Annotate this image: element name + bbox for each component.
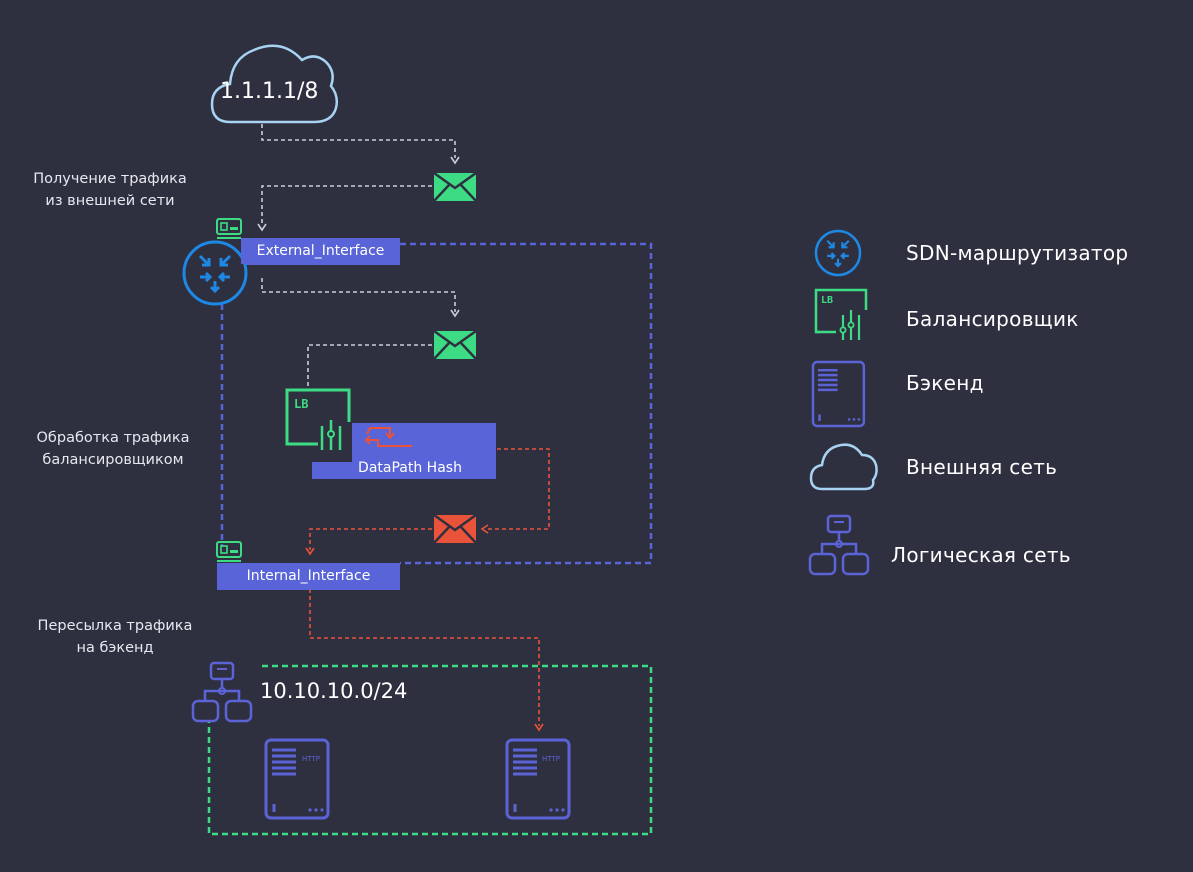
router-icon [182,240,248,306]
envelope-icon-1 [432,171,478,203]
http-badge-1: HTTP [302,755,320,763]
cloud-label: 1.1.1.1/8 [220,79,319,104]
network-card-icon-external [216,218,242,239]
traffic-path-incoming [261,124,456,388]
legend-router-label: SDN-маршрутизатор [906,241,1129,265]
legend-cloud-label: Внешняя сеть [906,455,1058,479]
legend-balancer-label: Балансировщик [906,307,1079,331]
traffic-arrowheads-white [257,156,460,318]
legend-network-icon [808,514,870,576]
backend-server-2: HTTP [505,738,571,820]
step-forward-line2: на бэкенд [76,640,154,656]
load-balancer-icon: LB [285,388,496,479]
subnet-label: 10.10.10.0/24 [260,679,408,703]
legend-cloud-icon [809,443,878,491]
step-forward-line1: Пересылка трафика [37,618,193,634]
network-card-icon-internal [216,541,242,562]
lb-badge: LB [294,397,308,411]
legend-backend-label: Бэкенд [906,371,984,395]
datapath-hash-label: DataPath Hash [358,460,462,476]
logical-network-icon [191,661,253,723]
http-badge-2: HTTP [542,755,560,763]
legend-backend-icon [811,360,866,428]
envelope-icon-2 [432,329,478,361]
legend-router-icon [814,229,862,277]
step-process-line2: балансировщиком [42,452,184,468]
step-receive-line2: из внешней сети [45,193,175,209]
step-receive-line1: Получение трафика [33,171,187,187]
backend-server-1: HTTP [264,738,330,820]
legend-lb-badge: LB [821,295,833,306]
legend-load-balancer-icon: LB [814,288,868,340]
internal-interface-label: Internal_Interface [217,563,400,589]
legend-network-label: Логическая сеть [891,543,1071,567]
step-process-line1: Обработка трафика [36,430,190,446]
traffic-arrowheads-red [305,524,544,732]
envelope-icon-3 [432,513,478,545]
interface-links [220,242,653,565]
cloud-icon [210,44,339,124]
external-interface-label: External_Interface [241,238,400,264]
